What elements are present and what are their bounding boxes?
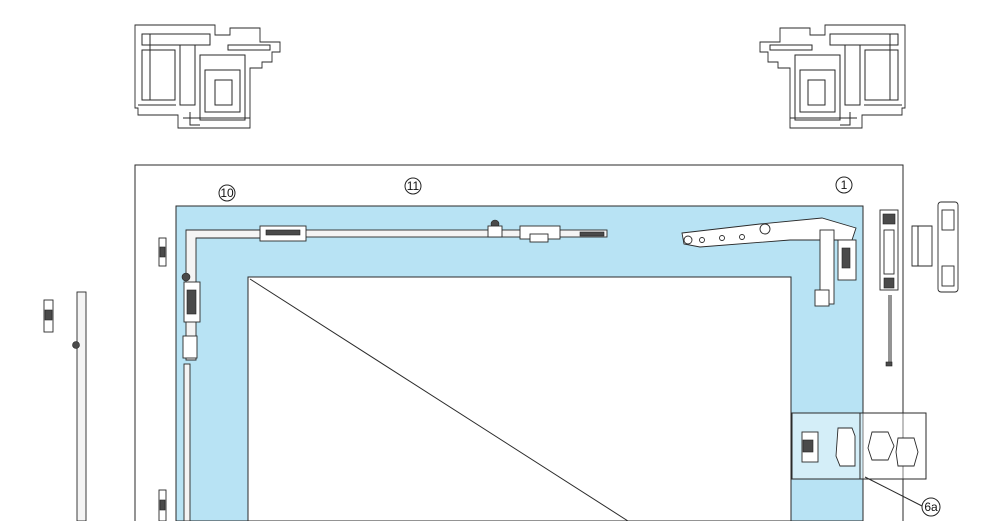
hinge-parts — [879, 201, 959, 367]
callout-1-label: 1 — [841, 178, 848, 192]
callout-10: 10 — [218, 184, 236, 202]
loose-rod-left — [43, 291, 87, 521]
glass-diagonal — [249, 278, 629, 521]
callout-10-label: 10 — [220, 186, 234, 200]
espagnolette-top — [254, 219, 608, 243]
callout-6a-label: 6a — [924, 500, 938, 514]
profile-section-left — [134, 24, 281, 129]
callout-11: 11 — [404, 177, 422, 195]
callout-6a: 6a — [921, 497, 941, 517]
outer-frame — [134, 164, 904, 521]
frame-keepers-left — [158, 237, 167, 521]
callout-11-label: 11 — [407, 179, 420, 193]
stay-arm-right — [681, 217, 857, 307]
corner-drive-left — [181, 229, 261, 521]
profile-section-right — [759, 24, 906, 129]
callout-1: 1 — [835, 176, 853, 194]
sash-frame — [175, 205, 864, 521]
detail-box-6a — [791, 412, 927, 507]
